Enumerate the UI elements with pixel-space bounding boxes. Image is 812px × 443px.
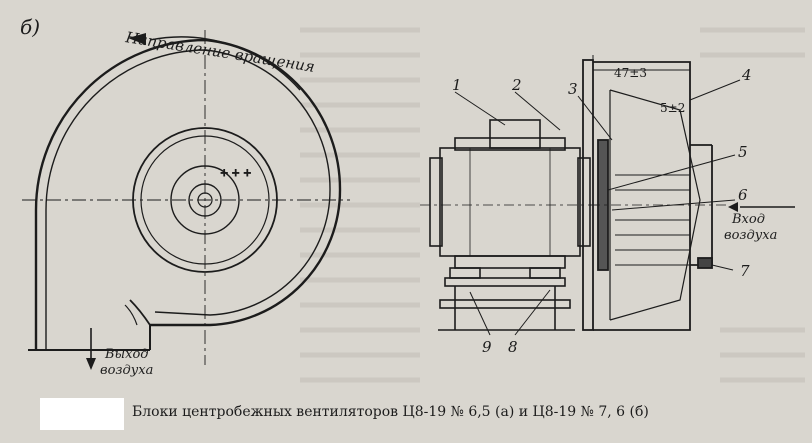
inlet-arrow	[728, 202, 795, 212]
callout-7: 7	[740, 262, 750, 280]
impeller-blades	[615, 174, 690, 266]
motor-side-view	[420, 119, 600, 331]
dim-top-label: 47±3	[614, 66, 647, 80]
outlet-label-line2: воздуха	[100, 363, 153, 378]
callout-8: 8	[508, 338, 518, 356]
outlet-label-line1: Выход	[104, 347, 149, 362]
callout-9: 9	[482, 338, 492, 356]
callout-1: 1	[452, 76, 462, 94]
housing-inner-spiral	[45, 49, 331, 350]
rotation-arrow	[128, 33, 301, 91]
callout-4: 4	[741, 66, 752, 84]
outlet-arrow	[86, 328, 96, 370]
callout-3: 3	[568, 80, 578, 98]
svg-text:+ + +: + + +	[220, 168, 252, 179]
figure-caption: Блоки центробежных вентиляторов Ц8-19 № …	[132, 404, 649, 420]
dimension-top	[592, 55, 690, 78]
background-text-lines	[300, 27, 805, 383]
callout-leaders	[454, 79, 741, 336]
fan-side-view	[582, 59, 730, 331]
callout-5: 5	[738, 143, 748, 161]
rotation-label: Направление вращения	[123, 28, 316, 76]
housing-front-view: + + +	[22, 30, 350, 365]
panel-label: б)	[20, 15, 40, 39]
housing-outer-spiral	[34, 38, 342, 350]
caption-blank-box	[40, 398, 124, 430]
callout-2: 2	[511, 76, 522, 94]
dim-gap-label: 5±2	[660, 101, 685, 115]
inlet-label-line1: Вход	[731, 212, 765, 227]
callout-6: 6	[738, 186, 748, 204]
inlet-label-line2: воздуха	[724, 228, 777, 243]
